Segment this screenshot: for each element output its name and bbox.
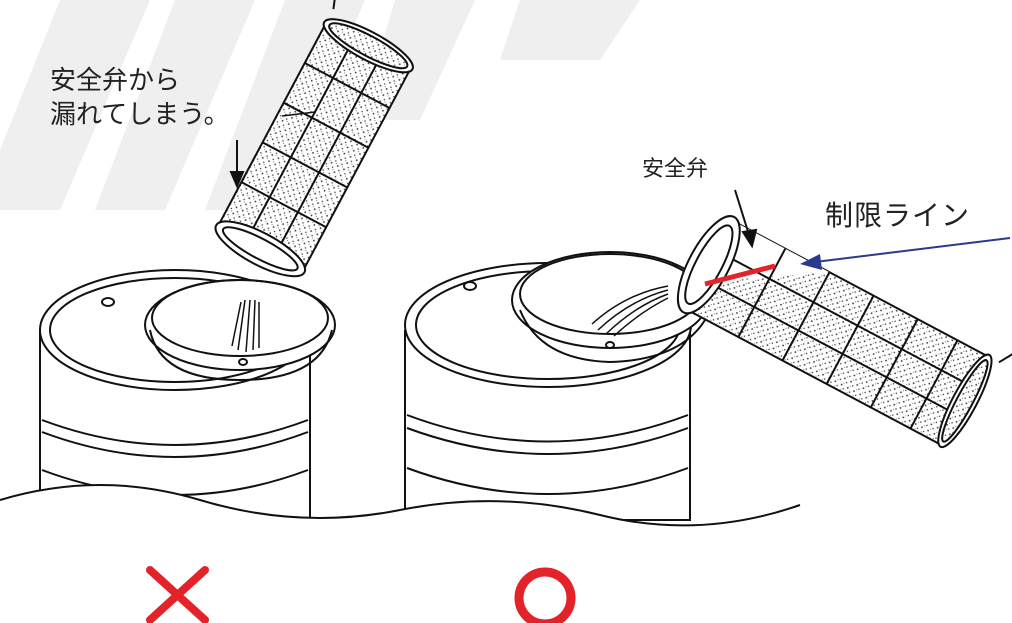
- left-annotation-line1: 安全弁から: [50, 64, 230, 98]
- limit-line-label: 制限ライン: [825, 198, 970, 234]
- left-annotation-line2: 漏れてしまう。: [50, 98, 230, 132]
- limit-pointer-arrow: [800, 238, 1010, 270]
- cross-mark-icon: [150, 570, 205, 620]
- valve-label: 安全弁: [642, 156, 708, 184]
- right-drum-illustration: [405, 185, 1012, 520]
- left-annotation: 安全弁から 漏れてしまう。: [50, 64, 230, 132]
- circle-mark-icon: [519, 572, 571, 623]
